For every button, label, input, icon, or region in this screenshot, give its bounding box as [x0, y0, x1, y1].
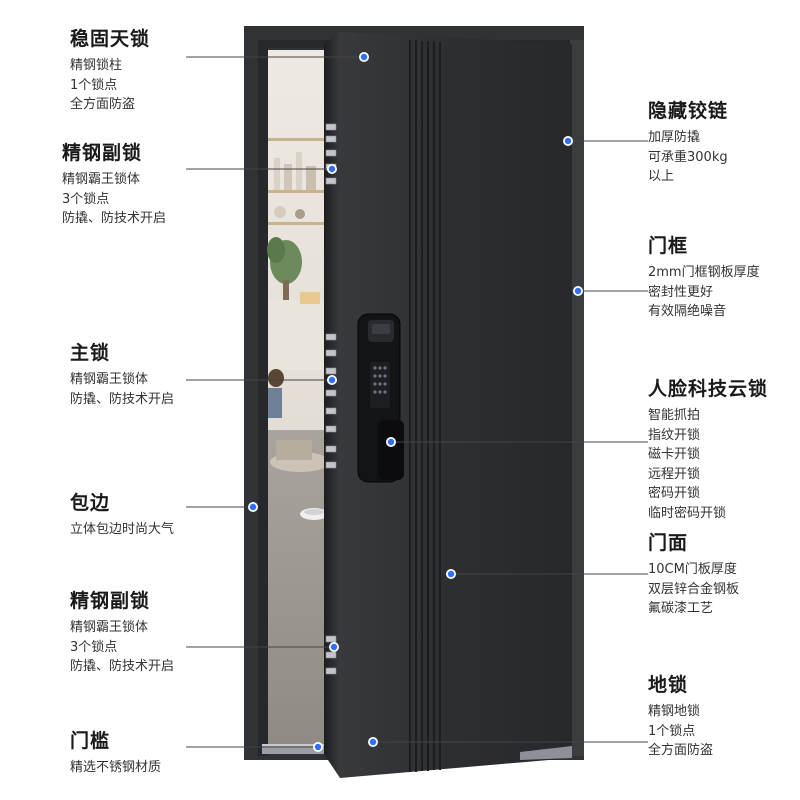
lower-aux-lock-detail-line: 防撬、防技术开启	[70, 659, 175, 674]
upper-aux-lock-detail-line: 精钢霸王锁体	[62, 172, 141, 187]
smart-lock-detail-line: 远程开锁	[648, 466, 701, 482]
floor-lock-detail-line: 精钢地锁	[648, 704, 701, 719]
upper-aux-lock-marker-dot	[328, 165, 336, 173]
main-lock-title: 主锁	[70, 342, 111, 364]
door-bottom-seal	[520, 746, 572, 760]
door-panel-detail-line: 双层锌合金钢板	[648, 581, 740, 597]
threshold-plate	[262, 744, 328, 754]
lower-aux-lock-marker-dot	[330, 643, 338, 651]
door-panel-detail-line: 氟碳漆工艺	[648, 601, 714, 616]
edging-detail-line: 立体包边时尚大气	[70, 522, 175, 537]
smart-lock-detail-line: 临时密码开锁	[648, 505, 727, 521]
frame-inner-left-lip	[258, 40, 268, 756]
threshold-callout: 门槛精选不锈钢材质	[70, 728, 161, 778]
lower-aux-lock-detail-line: 精钢霸王锁体	[70, 620, 149, 635]
smart-lock-detail-line: 智能抓拍	[648, 408, 701, 423]
top-lock-detail-line: 精钢锁柱	[70, 58, 123, 73]
upper-aux-lock-callout: 精钢副锁精钢霸王锁体 3个锁点防撬、防技术开启	[62, 140, 166, 229]
door-open-edge	[324, 32, 340, 778]
top-lock-detail-line: 全方面防盗	[70, 97, 136, 112]
threshold-title: 门槛	[70, 730, 111, 752]
door-panel-title: 门面	[648, 532, 689, 554]
upper-aux-lock-detail-line: 3个锁点	[62, 191, 110, 207]
door-frame-title: 门框	[648, 235, 689, 257]
threshold-detail-line: 精选不锈钢材质	[70, 760, 162, 775]
edging-marker-dot	[249, 503, 257, 511]
upper-aux-lock-title: 精钢副锁	[62, 142, 143, 164]
hinge-detail-line: 可承重300kg	[648, 149, 728, 165]
upper-aux-lock-detail-line: 防撬、防技术开启	[62, 211, 167, 226]
threshold-marker-dot	[314, 743, 322, 751]
door-grooves	[409, 40, 441, 772]
hinge-marker-dot	[564, 137, 572, 145]
door-frame-marker-dot	[574, 287, 582, 295]
door-panel-marker-dot	[447, 570, 455, 578]
edging-title: 包边	[70, 492, 111, 514]
smart-lock-callout: 人脸科技云锁智能抓拍指纹开锁磁卡开锁远程开锁密码开锁临时密码开锁	[648, 376, 768, 523]
floor-lock-detail-line: 1个锁点	[648, 723, 696, 739]
top-lock-detail-line: 1个锁点	[70, 77, 118, 93]
floor-lock-detail-line: 全方面防盗	[648, 743, 714, 758]
lower-aux-lock-title: 精钢副锁	[70, 590, 151, 612]
hinge-detail-line: 以上	[648, 169, 675, 184]
room-view	[267, 50, 330, 750]
lower-aux-lock-detail-line: 3个锁点	[70, 639, 118, 655]
hinge-detail-line: 加厚防撬	[648, 130, 701, 145]
smart-lock-body	[357, 313, 404, 483]
main-lock-detail-line: 防撬、防技术开启	[70, 391, 175, 407]
top-lock-title: 稳固天锁	[70, 28, 151, 50]
smart-lock-title: 人脸科技云锁	[648, 378, 769, 400]
hinge-title: 隐藏铰链	[648, 100, 729, 122]
door-frame-callout: 门框 2mm门框钢板厚度密封性更好有效隔绝噪音	[648, 233, 760, 322]
main-lock-detail-line: 精钢霸王锁体	[70, 372, 149, 387]
frame-right-jamb	[570, 40, 584, 756]
smart-lock-detail-line: 密码开锁	[648, 486, 701, 501]
smart-lock-detail-line: 指纹开锁	[648, 427, 701, 443]
main-lock-callout: 主锁精钢霸王锁体防撬、防技术开启	[70, 340, 174, 409]
top-lock-callout: 稳固天锁精钢锁柱 1个锁点全方面防盗	[70, 26, 150, 115]
lower-aux-lock-callout: 精钢副锁精钢霸王锁体 3个锁点防撬、防技术开启	[70, 588, 174, 677]
main-lock-marker-dot	[328, 376, 336, 384]
door-frame-detail-line: 2mm门框钢板厚度	[648, 265, 760, 280]
door-panel-callout: 门面 10CM门板厚度双层锌合金钢板氟碳漆工艺	[648, 530, 739, 619]
lock-tongues	[325, 123, 337, 675]
smart-lock-detail-line: 磁卡开锁	[648, 447, 701, 462]
edging-callout: 包边立体包边时尚大气	[70, 490, 174, 540]
floor-lock-marker-dot	[369, 738, 377, 746]
top-lock-marker-dot	[360, 53, 368, 61]
smart-lock-marker-dot	[387, 438, 395, 446]
door-leaf	[340, 32, 572, 778]
floor-lock-title: 地锁	[648, 674, 689, 696]
door-frame-detail-line: 密封性更好	[648, 284, 714, 300]
floor-lock-callout: 地锁精钢地锁 1个锁点全方面防盗	[648, 672, 713, 761]
hinge-callout: 隐藏铰链加厚防撬可承重300kg 以上	[648, 98, 728, 187]
door-frame-detail-line: 有效隔绝噪音	[648, 304, 727, 319]
door-panel-detail-line: 10CM门板厚度	[648, 562, 737, 577]
